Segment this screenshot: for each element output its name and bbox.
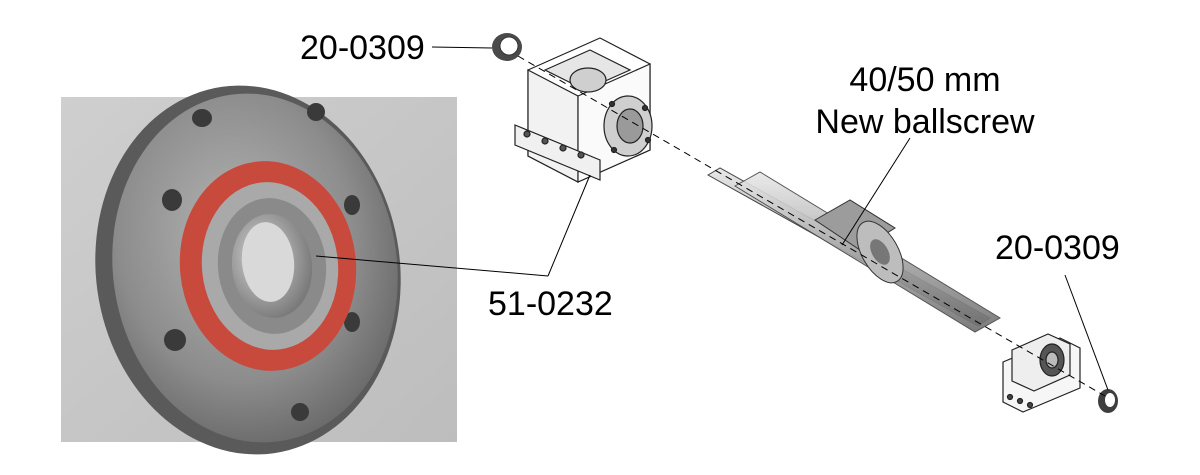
bearing-housing-block [514,37,653,183]
label-bearing: 51-0232 [488,285,613,323]
label-seal-right: 20-0309 [995,229,1120,267]
seal-ring-right [1098,389,1118,413]
bearing-photo [61,85,457,455]
label-ballscrew-size: 40/50 mm [849,61,1001,99]
ballscrew-shaft [706,167,1001,333]
assembly-axis-line [517,55,1106,397]
seal-ring-top [492,33,522,61]
leader-lines [315,46,1109,391]
label-ballscrew-title: New ballscrew [815,103,1035,141]
label-seal-top: 20-0309 [300,29,425,67]
end-support-block [1002,333,1081,413]
